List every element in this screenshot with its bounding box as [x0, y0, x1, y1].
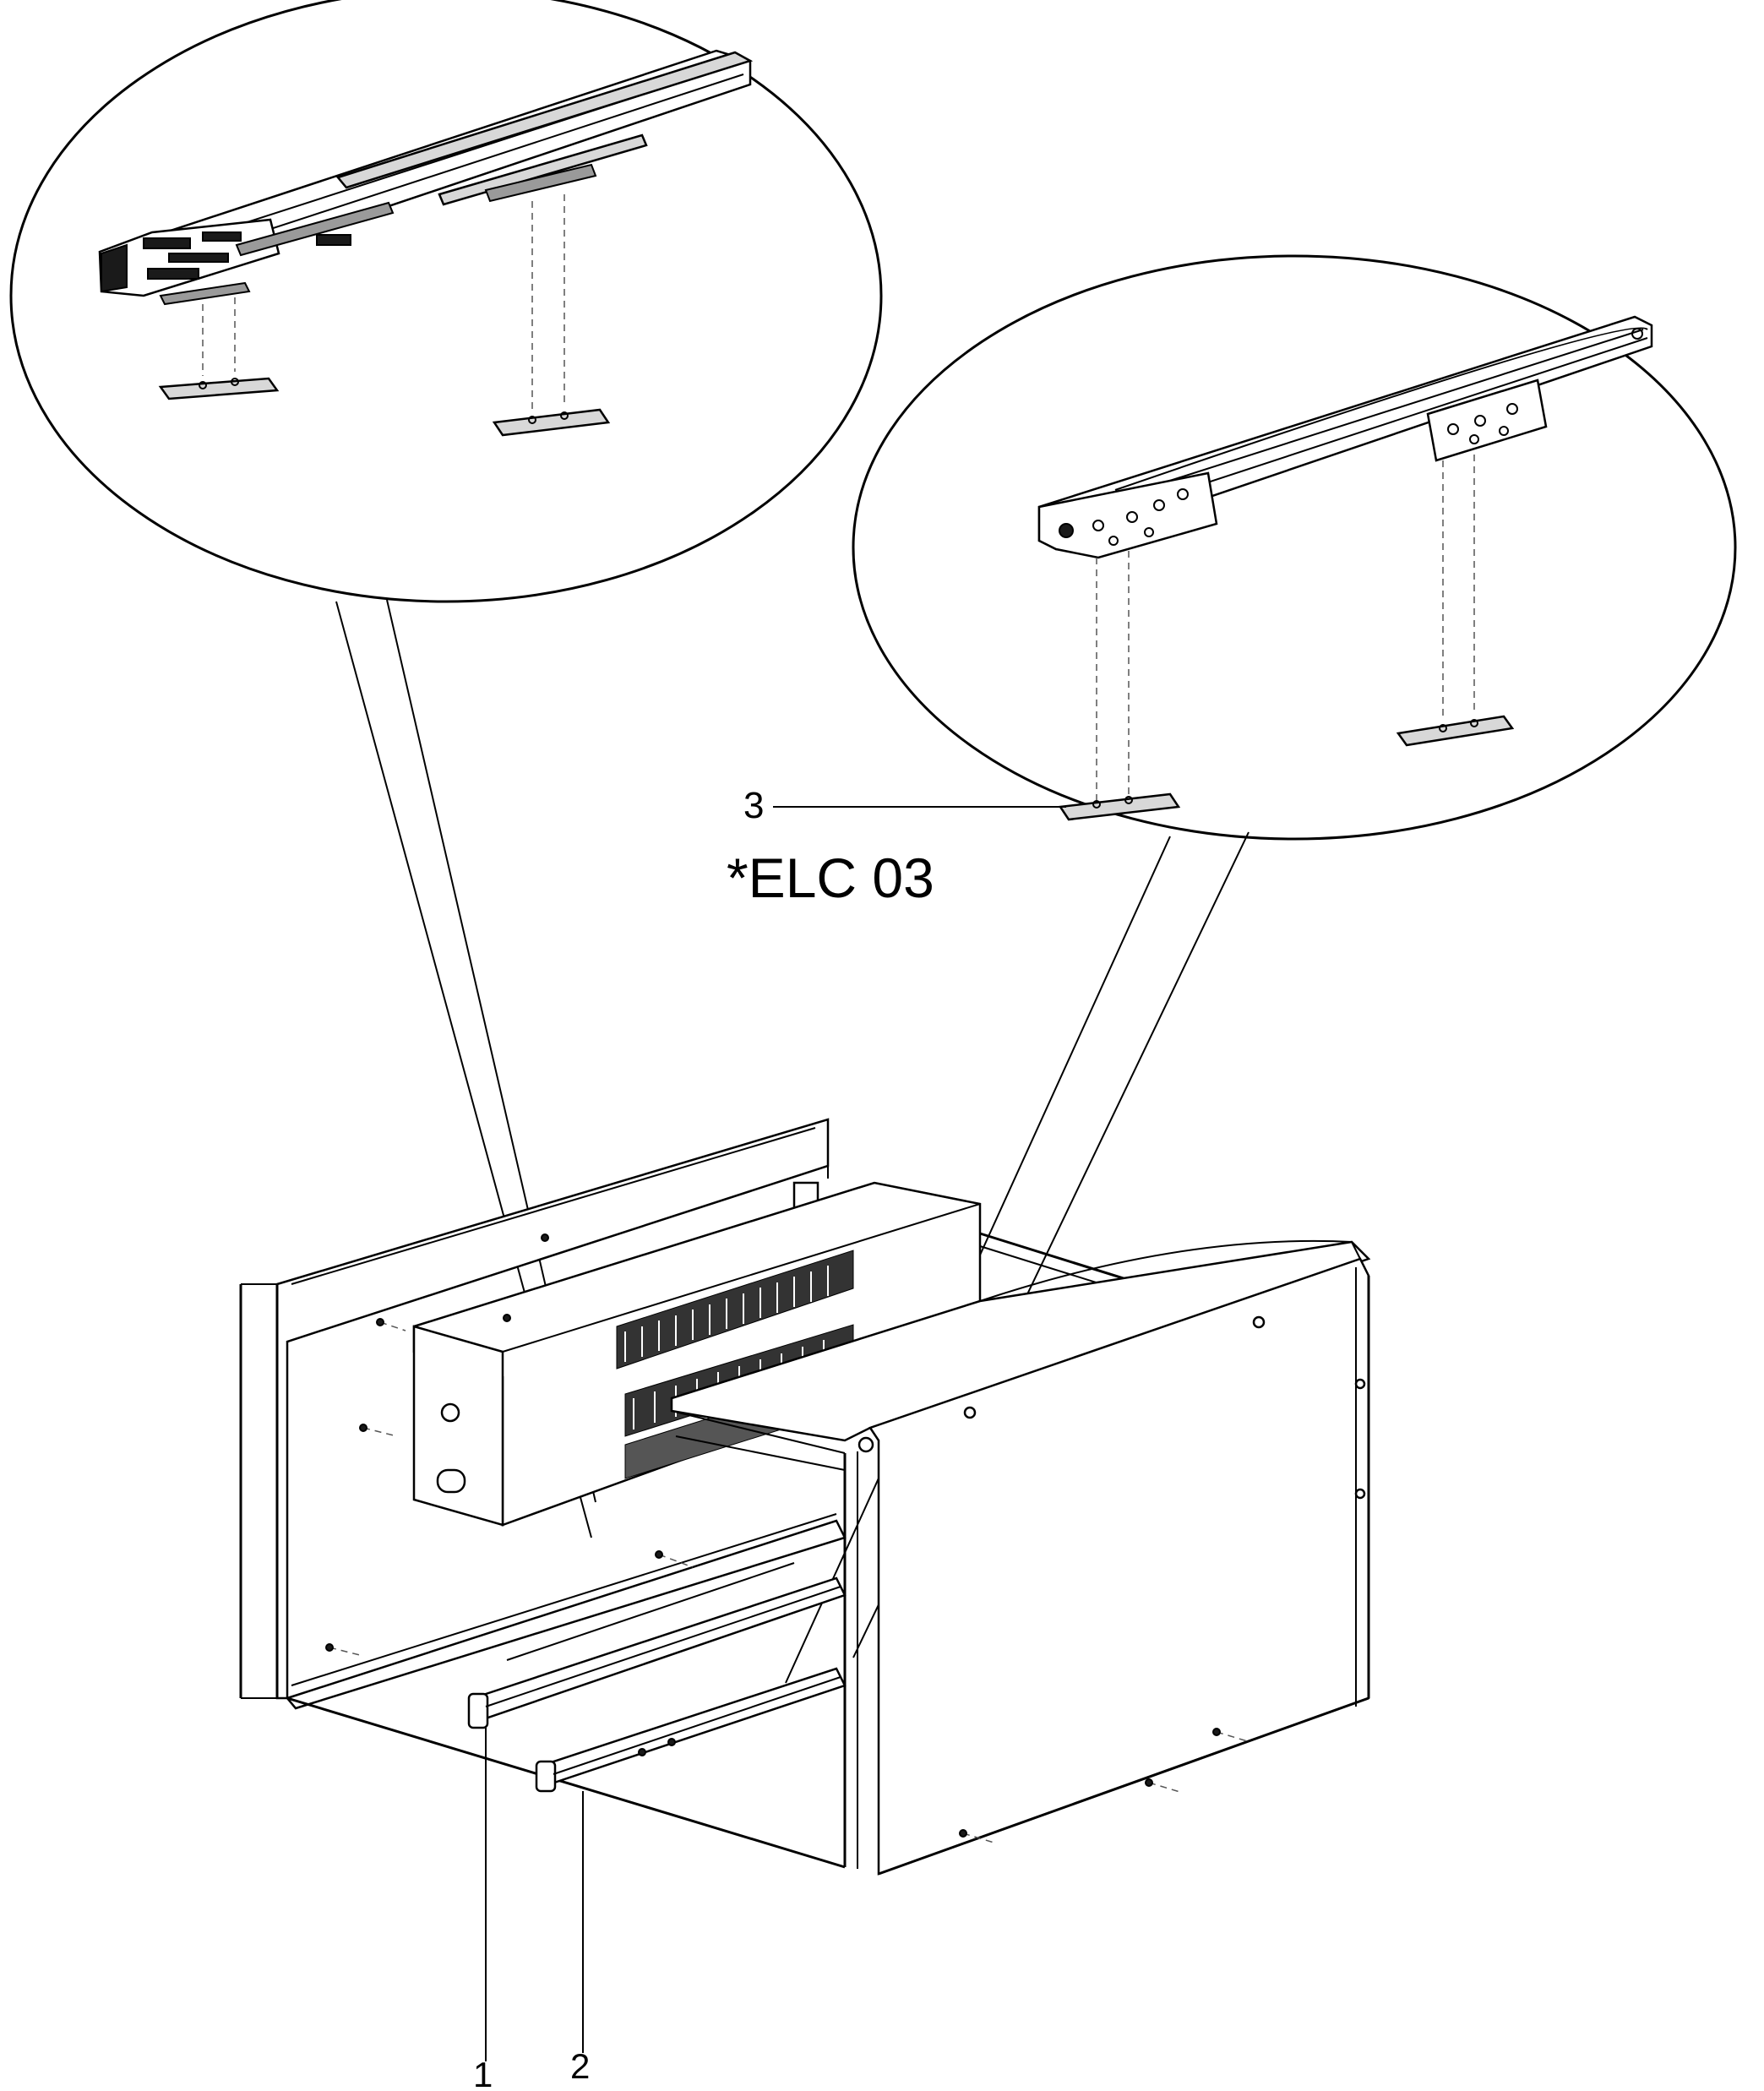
callout-2: 2 — [570, 1791, 590, 2086]
detail-bubble-left — [9, 0, 883, 603]
drawer-rail-upper — [467, 1576, 847, 1729]
elc-slide-rail — [1037, 315, 1653, 821]
right-side-panel — [843, 1239, 1370, 1876]
callout-2-label: 2 — [570, 2046, 590, 2086]
callout-1: 1 — [473, 1728, 493, 2091]
soft-close-slide-rail — [98, 49, 754, 437]
callout-1-label: 1 — [473, 2055, 493, 2087]
callout-3: 3 — [743, 785, 1066, 826]
cabinet-assembly — [239, 1118, 1371, 1876]
mounting-plate-left-b — [492, 408, 611, 437]
mounting-plate-right-a — [1058, 792, 1181, 821]
variant-note: *ELC 03 — [727, 847, 934, 909]
drawer-rail-lower — [535, 1667, 847, 1793]
mounting-plate-right-b — [1396, 715, 1515, 747]
hole-markers — [325, 1233, 1251, 1844]
callout-3-label: 3 — [743, 785, 764, 826]
mounting-plate-left-a — [158, 377, 280, 400]
detail-bubble-right — [852, 254, 1737, 841]
